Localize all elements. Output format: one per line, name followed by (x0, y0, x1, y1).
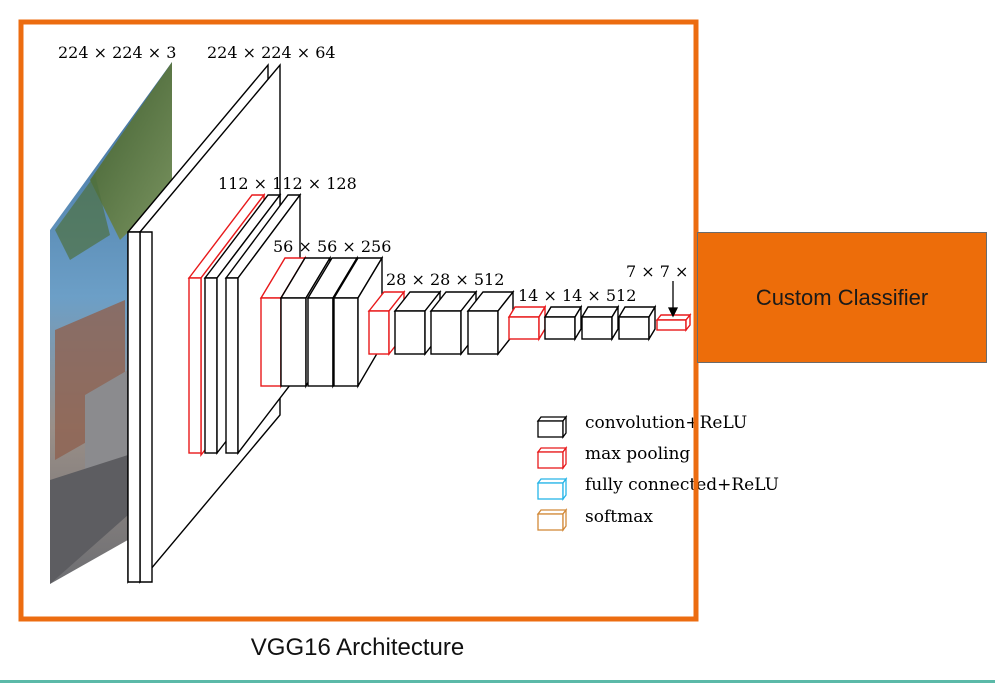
pool5-arrow (667, 281, 679, 318)
block3-dim-label: 56 × 56 × 256 (273, 237, 391, 256)
diagram-caption: VGG16 Architecture (250, 634, 465, 661)
legend-item-fc: fully connected+ReLU (536, 475, 779, 501)
pool-block5 (655, 313, 692, 332)
block4-dim-label: 28 × 28 × 512 (386, 270, 504, 289)
legend-label-conv: convolution+ReLU (585, 413, 747, 433)
vgg16-frame (18, 19, 699, 622)
input-image (50, 62, 172, 584)
bottom-rule (0, 680, 995, 683)
input-dim-label: 224 × 224 × 3 (58, 43, 176, 62)
custom-classifier-label: Custom Classifier (755, 284, 929, 310)
block1-dim-label: 224 × 224 × 64 (207, 43, 336, 62)
pool-block4 (507, 304, 547, 342)
legend-label-fc: fully connected+ReLU (585, 475, 779, 495)
pool5-dim-label: 7 × 7 × (626, 262, 688, 281)
conv-block4 (393, 289, 515, 357)
legend-label-softmax: softmax (585, 507, 653, 527)
legend-item-pool: max pooling (536, 444, 690, 470)
custom-classifier-box: Custom Classifier (697, 232, 987, 363)
legend-label-pool: max pooling (585, 444, 690, 464)
block2-dim-label: 112 × 112 × 128 (218, 174, 357, 193)
block5-dim-label: 14 × 14 × 512 (518, 286, 636, 305)
conv-block3 (279, 255, 384, 389)
conv-block5 (543, 304, 657, 342)
legend-item-softmax: softmax (536, 507, 653, 532)
legend-item-conv: convolution+ReLU (536, 413, 747, 439)
legend: convolution+ReLU max pooling fully conne… (536, 413, 779, 532)
